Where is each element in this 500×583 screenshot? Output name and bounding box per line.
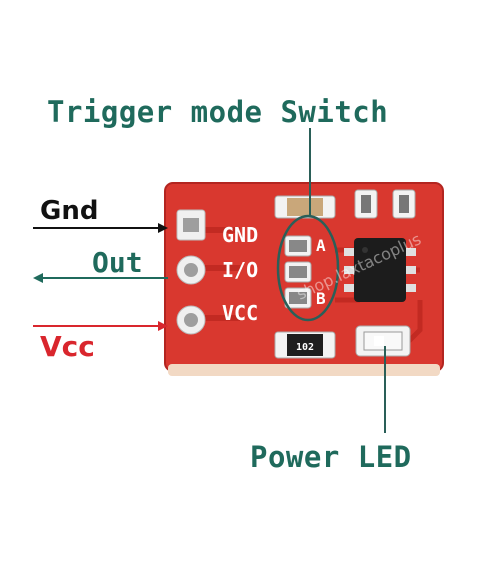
header-pins — [176, 209, 206, 335]
pin-vcc — [176, 305, 206, 335]
silk-vcc: VCC — [222, 301, 258, 325]
vcc-arrow — [33, 321, 168, 331]
silk-io: I/O — [222, 258, 258, 282]
out-arrow — [33, 273, 168, 283]
power-led — [355, 325, 411, 357]
silk-a: A — [316, 236, 326, 255]
pin-io — [176, 255, 206, 285]
gnd-arrow — [33, 223, 168, 233]
resistor-code: 102 — [296, 342, 314, 353]
resistor-102: 102 — [274, 331, 336, 359]
silk-gnd: GND — [222, 223, 258, 247]
gnd-label: Gnd — [40, 196, 99, 226]
power-led-label: Power LED — [250, 440, 412, 474]
pin-gnd — [176, 209, 206, 241]
silk-b: B — [316, 289, 326, 308]
switch-highlight-ellipse — [276, 214, 340, 322]
trigger-mode-switch-label: Trigger mode Switch — [47, 95, 389, 129]
vcc-label: Vcc — [40, 330, 95, 363]
jumper-pads — [284, 235, 312, 309]
top-smd-component — [274, 195, 336, 219]
ic-chip — [344, 238, 416, 302]
out-label: Out — [92, 246, 143, 279]
top-right-smd-pads — [354, 189, 416, 219]
